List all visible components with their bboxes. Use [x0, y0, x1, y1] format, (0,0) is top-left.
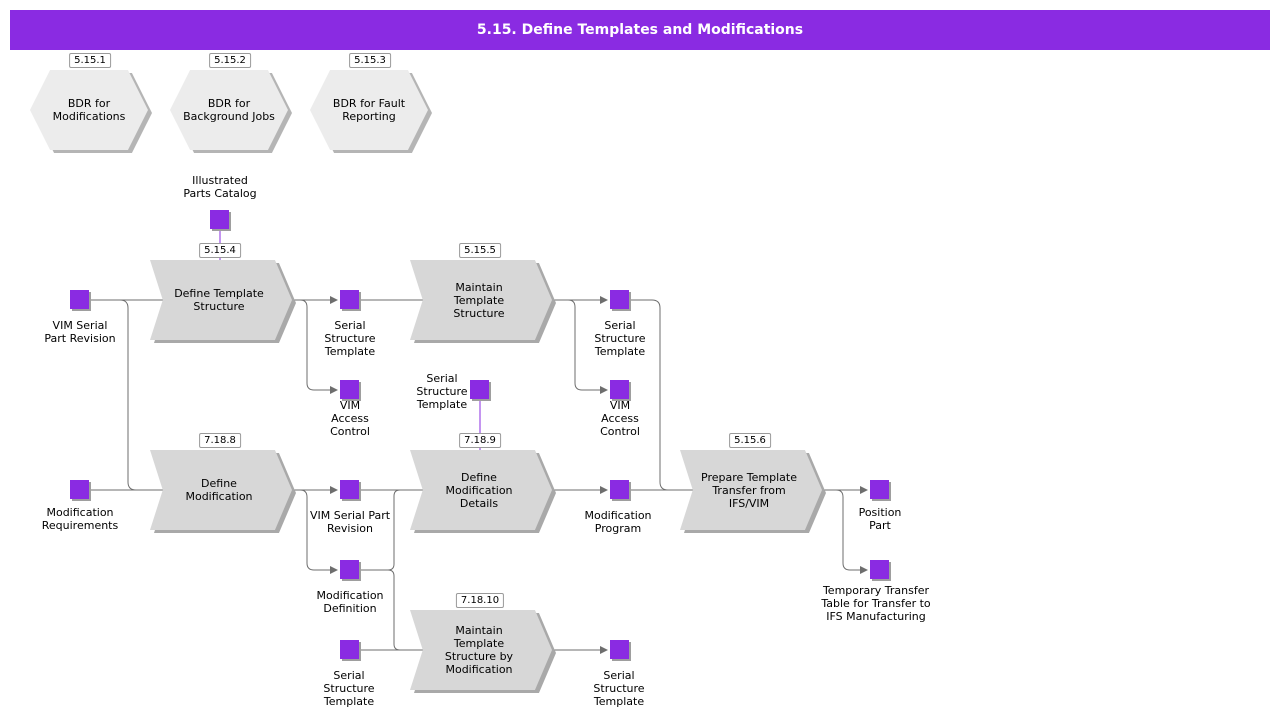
- connector: [299, 489, 338, 574]
- hexagon-label: BDR for Fault Reporting: [332, 97, 406, 123]
- process-maintain-template-structure-by-modification[interactable]: Maintain Template Structure by Modificat…: [410, 610, 556, 693]
- artifact-square[interactable]: [340, 560, 359, 579]
- artifact-square[interactable]: [610, 380, 629, 399]
- artifact-label: Serial Structure Template: [324, 319, 376, 358]
- artifact-label: Serial Structure Template: [416, 372, 468, 411]
- artifact-label: Position Part: [858, 506, 902, 532]
- artifact-label: Serial Structure Template: [594, 319, 646, 358]
- process-id-tag: 7.18.8: [199, 433, 241, 448]
- process-label: Define Template Structure: [174, 287, 264, 313]
- artifact-square[interactable]: [870, 480, 889, 499]
- connector: [359, 489, 401, 571]
- connector: [119, 299, 137, 491]
- artifact-label: VIM Serial Part Revision: [44, 319, 116, 345]
- connector: [299, 299, 338, 394]
- artifact-square[interactable]: [870, 560, 889, 579]
- hexagon-id-tag: 5.15.1: [69, 53, 111, 68]
- hexagon-label: BDR for Background Jobs: [183, 97, 275, 123]
- artifact-square[interactable]: [70, 290, 89, 309]
- hexagon-id-tag: 5.15.3: [349, 53, 391, 68]
- process-id-tag: 5.15.6: [729, 433, 771, 448]
- hexagon-id-tag: 5.15.2: [209, 53, 251, 68]
- hexagon-bdr-for-background-jobs[interactable]: BDR for Background Jobs: [170, 70, 292, 153]
- connector: [387, 569, 401, 651]
- artifact-label: VIM Serial Part Revision: [309, 509, 391, 535]
- artifact-label: Serial Structure Template: [323, 669, 375, 708]
- artifact-square[interactable]: [70, 480, 89, 499]
- artifact-square[interactable]: [340, 290, 359, 309]
- artifact-label: Modification Requirements: [41, 506, 119, 532]
- artifact-label: VIM Access Control: [330, 399, 370, 438]
- artifact-label: Illustrated Parts Catalog: [183, 174, 257, 200]
- hexagon-bdr-for-modifications[interactable]: BDR for Modifications: [30, 70, 152, 153]
- artifact-label: Modification Program: [584, 509, 652, 535]
- artifact-square[interactable]: [610, 290, 629, 309]
- process-prepare-template-transfer[interactable]: Prepare Template Transfer from IFS/VIM: [680, 450, 826, 533]
- process-define-modification[interactable]: Define Modification: [150, 450, 296, 533]
- artifact-label: Serial Structure Template: [593, 669, 645, 708]
- connector: [630, 299, 669, 491]
- process-define-template-structure[interactable]: Define Template Structure: [150, 260, 296, 343]
- artifact-square[interactable]: [470, 380, 489, 399]
- artifact-square[interactable]: [340, 640, 359, 659]
- process-id-tag: 7.18.9: [459, 433, 501, 448]
- process-label: Define Modification Details: [445, 470, 513, 510]
- connector: [835, 489, 868, 574]
- artifact-label: Temporary Transfer Table for Transfer to…: [821, 584, 931, 623]
- artifact-square[interactable]: [210, 210, 229, 229]
- artifact-label: VIM Access Control: [600, 399, 640, 438]
- process-define-modification-details[interactable]: Define Modification Details: [410, 450, 556, 533]
- process-label: Define Modification: [185, 477, 253, 503]
- process-label: Maintain Template Structure: [453, 280, 505, 320]
- artifact-square[interactable]: [610, 640, 629, 659]
- hexagon-bdr-for-fault-reporting[interactable]: BDR for Fault Reporting: [310, 70, 432, 153]
- page-title: 5.15. Define Templates and Modifications: [10, 10, 1270, 50]
- process-id-tag: 5.15.4: [199, 243, 241, 258]
- hexagon-label: BDR for Modifications: [52, 97, 126, 123]
- artifact-square[interactable]: [610, 480, 629, 499]
- process-label: Maintain Template Structure by Modificat…: [444, 624, 514, 676]
- process-maintain-template-structure[interactable]: Maintain Template Structure: [410, 260, 556, 343]
- process-id-tag: 5.15.5: [459, 243, 501, 258]
- connector: [567, 299, 608, 394]
- artifact-square[interactable]: [340, 380, 359, 399]
- process-label: Prepare Template Transfer from IFS/VIM: [701, 470, 797, 510]
- artifact-square[interactable]: [340, 480, 359, 499]
- artifact-label: Modification Definition: [316, 589, 384, 615]
- process-id-tag: 7.18.10: [455, 593, 505, 608]
